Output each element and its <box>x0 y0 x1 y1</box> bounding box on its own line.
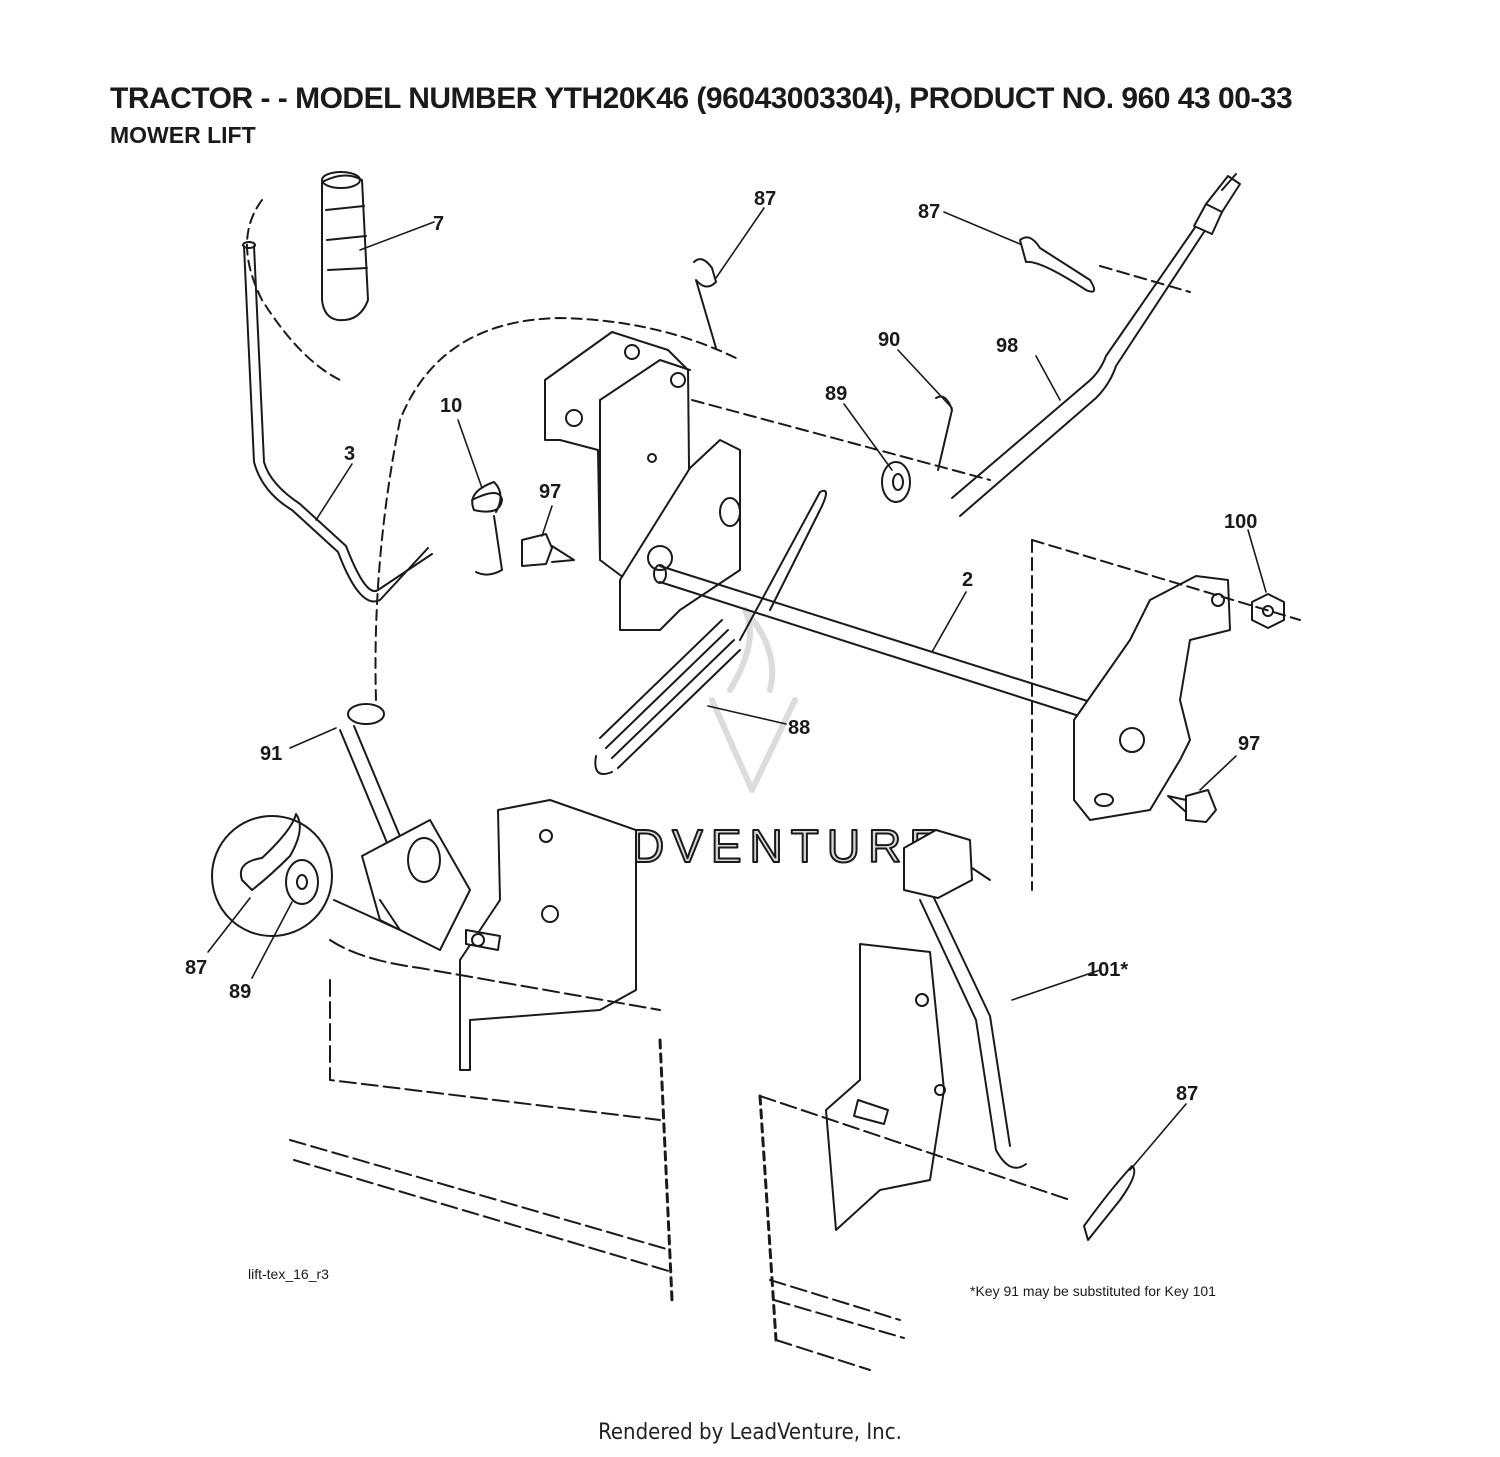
part-89-washer <box>881 461 911 503</box>
callout-89: 89 <box>229 981 251 1003</box>
page-subtitle: MOWER LIFT <box>110 122 256 148</box>
callout-98: 98 <box>996 335 1018 357</box>
assembly-line <box>246 199 341 381</box>
callout-10: 10 <box>440 395 462 417</box>
deck-bracket-left <box>361 799 637 1071</box>
drawing-id: lift-tex_16_r3 <box>248 1266 329 1282</box>
part-10-spring <box>471 481 503 576</box>
deck-outline <box>329 979 661 1121</box>
callout-3: 3 <box>344 443 355 465</box>
break-line <box>658 1038 674 1302</box>
callout-91: 91 <box>260 743 282 765</box>
callout-87: 87 <box>185 957 207 979</box>
lift-arm-right <box>1073 575 1231 821</box>
assembly-line <box>691 399 991 481</box>
callout-97: 97 <box>1238 733 1260 755</box>
part-97-bolt <box>521 533 575 567</box>
assembly-line <box>1031 539 1301 621</box>
callout-7: 7 <box>433 213 444 235</box>
deck-outline <box>759 1095 1071 1201</box>
callout-90: 90 <box>878 329 900 351</box>
callout-100: 100 <box>1224 511 1257 533</box>
part-87-clip <box>1083 1165 1136 1241</box>
deck-bracket-right <box>825 943 946 1231</box>
deck-outline <box>329 939 661 1011</box>
callout-97: 97 <box>539 481 561 503</box>
callout-87: 87 <box>1176 1083 1198 1105</box>
watermark-logo-icon <box>709 607 798 793</box>
callout-87: 87 <box>754 188 776 210</box>
part-88-extension-spring <box>594 489 827 775</box>
footer-credit: Rendered by LeadVenture, Inc. <box>598 1420 902 1445</box>
part-97-bolt <box>1167 789 1217 823</box>
deck-outline <box>289 1139 673 1273</box>
page-title: TRACTOR - - MODEL NUMBER YTH20K46 (96043… <box>110 82 1293 115</box>
part-98-rod <box>951 173 1241 517</box>
leader-lines <box>207 207 1267 1171</box>
detail-circle <box>211 813 401 937</box>
part-101-rod <box>903 829 1027 1169</box>
part-87-clip <box>693 258 717 349</box>
part-7-grip <box>321 171 369 322</box>
callout-88: 88 <box>788 717 810 739</box>
assembly-line <box>1099 265 1191 293</box>
deck-outline <box>769 1279 905 1371</box>
assembly-line <box>374 317 741 701</box>
part-87-clip <box>1019 236 1096 293</box>
callout-2: 2 <box>962 569 973 591</box>
break-line <box>758 1094 778 1342</box>
callout-101: 101* <box>1087 959 1128 981</box>
part-2-lift-shaft <box>653 564 1101 723</box>
footnote: *Key 91 may be substituted for Key 101 <box>970 1283 1216 1299</box>
callout-89: 89 <box>825 383 847 405</box>
part-3-lift-handle <box>242 241 433 603</box>
callout-87: 87 <box>918 201 940 223</box>
part-90-pin <box>935 395 953 471</box>
